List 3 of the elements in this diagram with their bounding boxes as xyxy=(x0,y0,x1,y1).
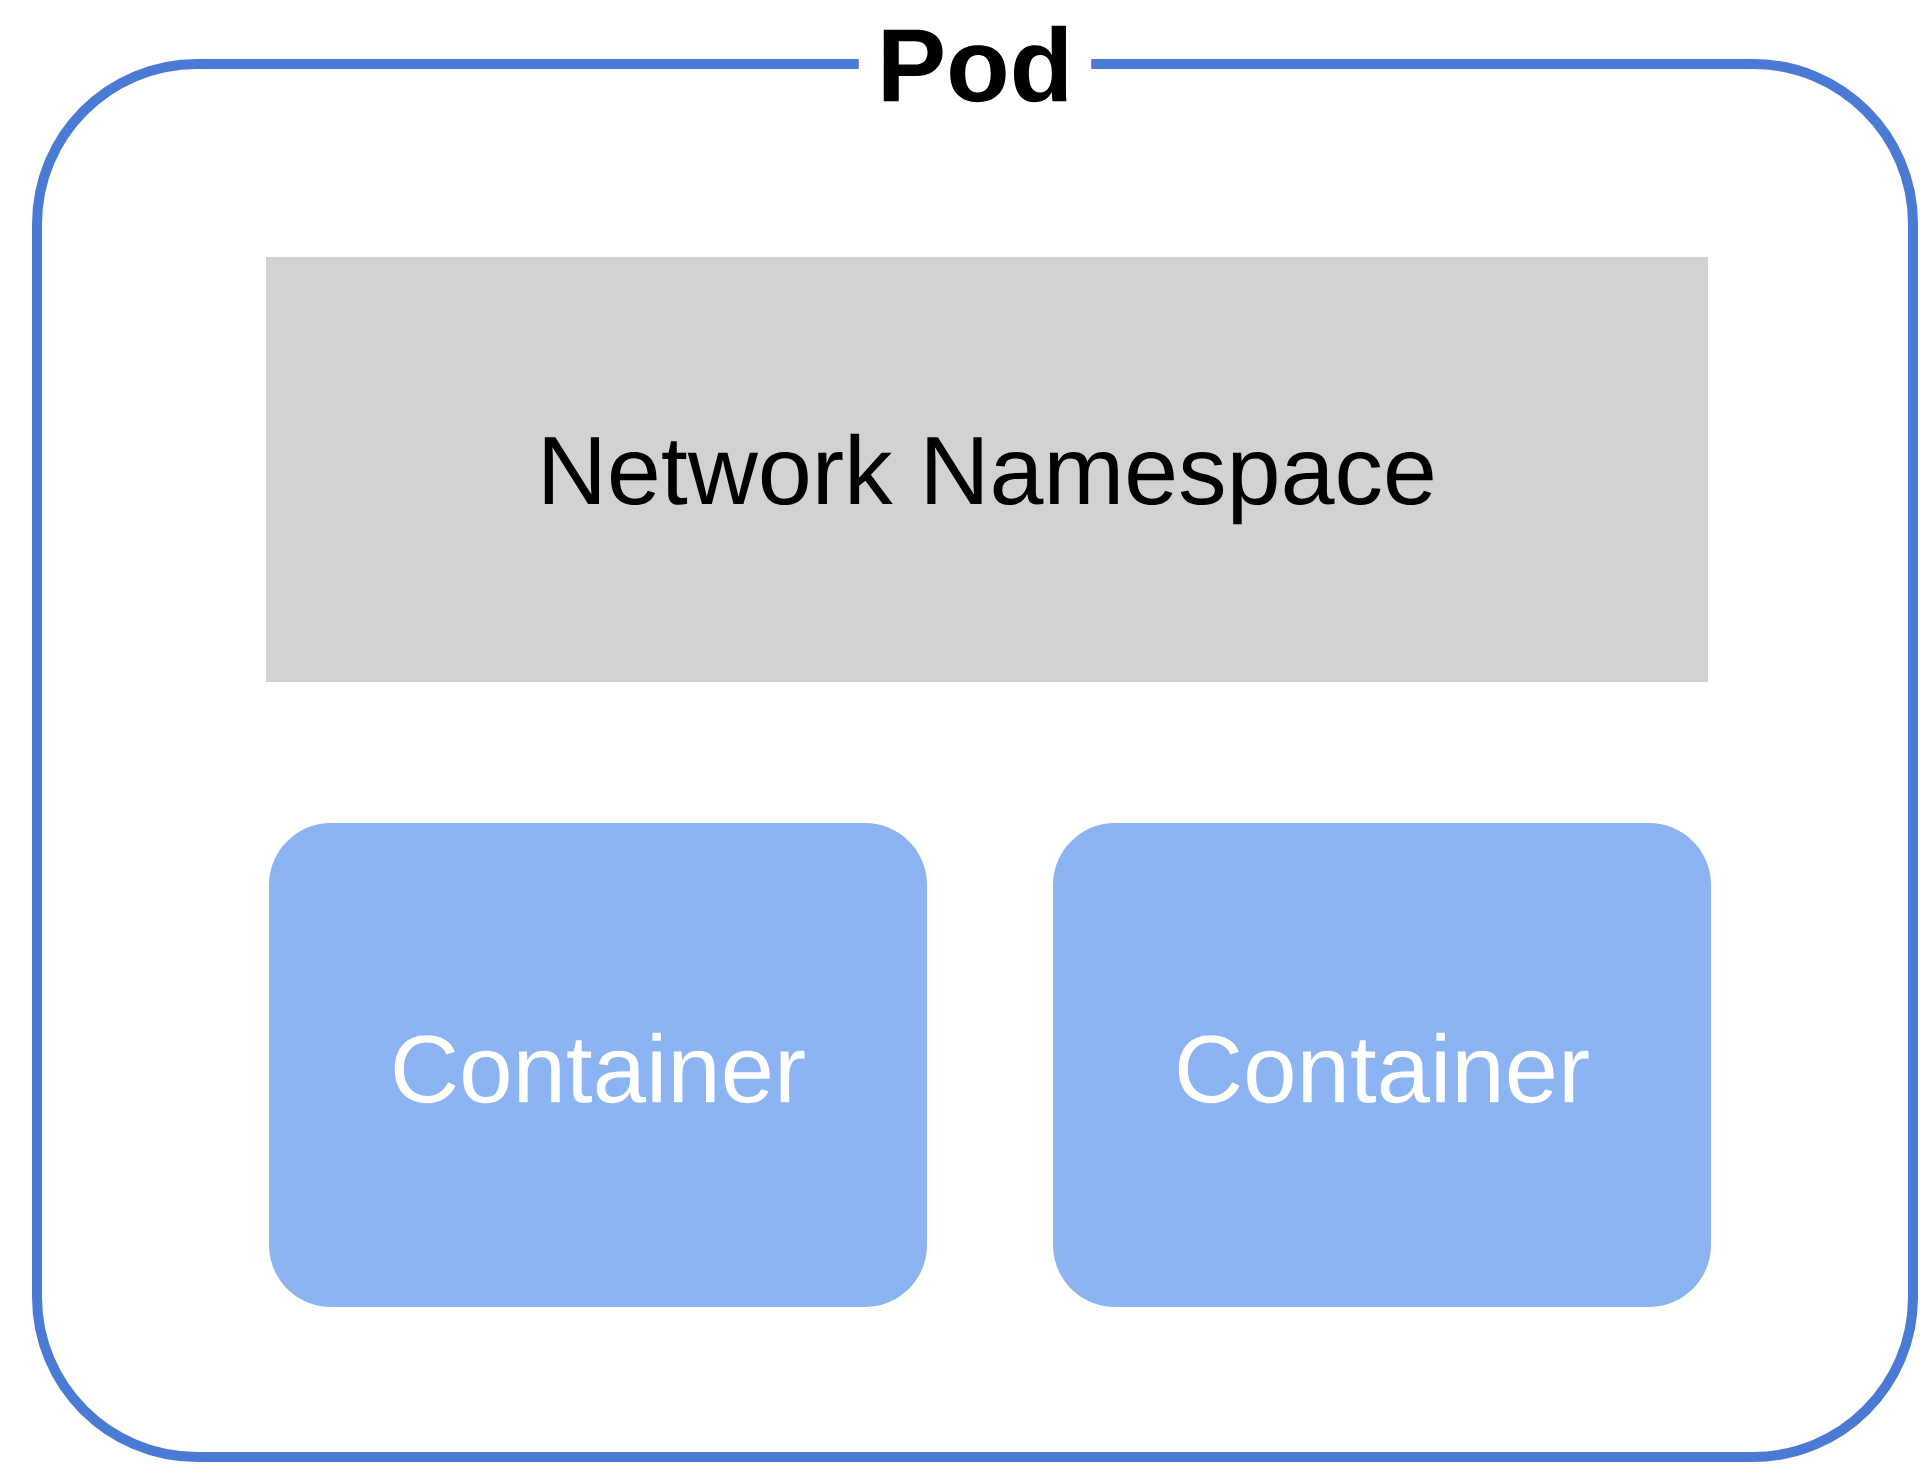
container-box: Container xyxy=(269,823,927,1307)
namespace-box: Network Namespace xyxy=(266,257,1708,682)
container-box: Container xyxy=(1053,823,1711,1307)
